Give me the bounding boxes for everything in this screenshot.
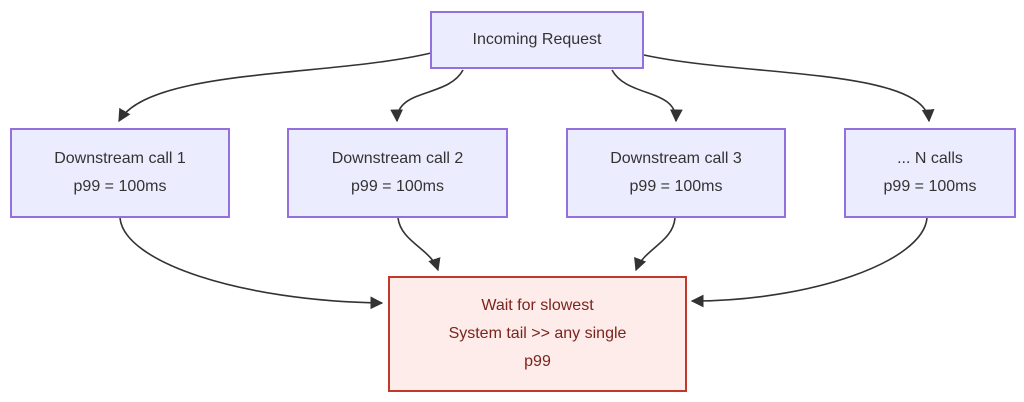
node-wait-line-2: System tail >> any single — [448, 325, 627, 342]
edge-incoming-to-call1 — [118, 52, 432, 123]
node-downstream-call-2-latency: p99 = 100ms — [351, 178, 444, 195]
node-incoming-request-label: Incoming Request — [472, 31, 602, 48]
node-downstream-call-1-title: Downstream call 1 — [54, 150, 186, 167]
node-downstream-call-2-title: Downstream call 2 — [331, 150, 464, 167]
edge-call3-to-wait — [634, 217, 676, 272]
edge-calln-to-wait — [690, 217, 928, 308]
node-downstream-call-1: Downstream call 1 p99 = 100ms — [10, 128, 230, 218]
edge-call2-to-wait — [397, 217, 441, 272]
node-downstream-call-1-latency: p99 = 100ms — [73, 178, 167, 195]
node-downstream-call-3-latency: p99 = 100ms — [629, 178, 723, 195]
edge-incoming-to-call2 — [390, 69, 464, 123]
node-n-calls: ... N calls p99 = 100ms — [844, 128, 1016, 218]
node-wait-line-1: Wait for slowest — [481, 297, 594, 314]
node-wait-line-3: p99 — [524, 353, 551, 370]
node-downstream-call-2: Downstream call 2 p99 = 100ms — [287, 128, 508, 218]
node-n-calls-latency: p99 = 100ms — [883, 178, 977, 195]
node-downstream-call-3-title: Downstream call 3 — [610, 150, 742, 167]
node-n-calls-title: ... N calls — [897, 150, 963, 167]
edge-incoming-to-call3 — [611, 69, 683, 123]
node-incoming-request: Incoming Request — [430, 11, 644, 69]
node-wait-for-slowest: Wait for slowest System tail >> any sing… — [388, 276, 687, 392]
edge-incoming-to-calln — [643, 54, 935, 123]
edge-call1-to-wait — [119, 217, 384, 310]
node-downstream-call-3: Downstream call 3 p99 = 100ms — [566, 128, 786, 218]
